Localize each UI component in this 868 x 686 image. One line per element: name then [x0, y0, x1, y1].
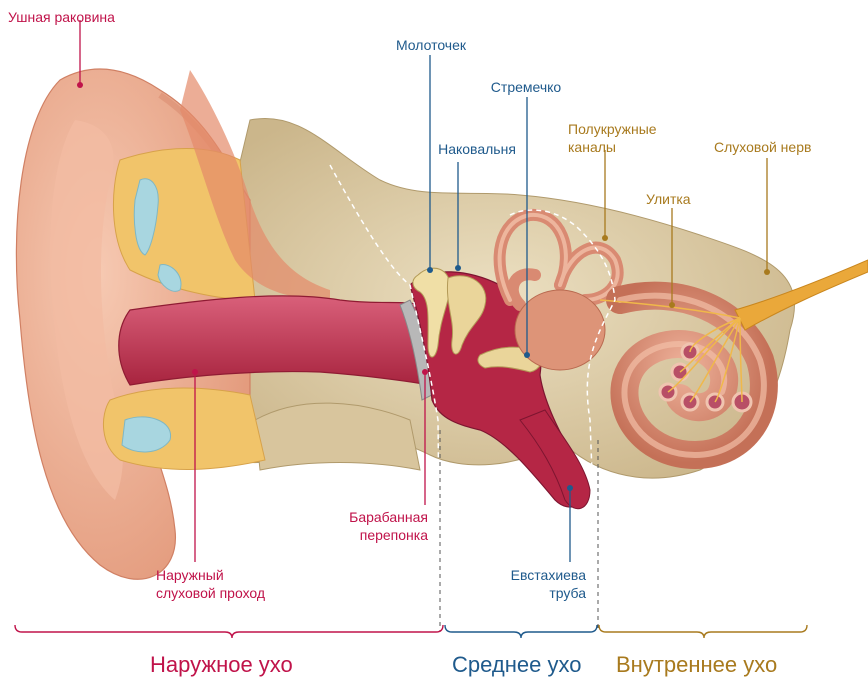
- label-eustachian-line1: Евстахиева: [490, 566, 586, 584]
- section-outer-ear: Наружное ухо: [150, 652, 293, 678]
- label-malleus: Молоточек: [386, 36, 476, 54]
- label-eardrum: Барабанная перепонка: [320, 508, 428, 544]
- label-eardrum-line2: перепонка: [320, 526, 428, 544]
- label-nerve: Слуховой нерв: [714, 138, 811, 156]
- label-eardrum-line1: Барабанная: [320, 508, 428, 526]
- label-ear-canal-line2: слуховой проход: [156, 584, 265, 602]
- label-ear-canal-line1: Наружный: [156, 566, 265, 584]
- inner-ear-brace: [599, 625, 807, 638]
- middle-ear-brace: [445, 625, 597, 638]
- label-pinna: Ушная раковина: [8, 8, 115, 26]
- label-canals-line1: Полукружные: [568, 120, 657, 138]
- section-middle-ear: Среднее ухо: [452, 652, 581, 678]
- label-canals: Полукружные каналы: [568, 120, 657, 156]
- label-stapes: Стремечко: [476, 78, 576, 96]
- outer-ear-brace: [15, 625, 443, 638]
- ear-canal: [119, 296, 430, 385]
- label-eustachian-line2: труба: [490, 584, 586, 602]
- label-cochlea: Улитка: [646, 190, 691, 208]
- section-inner-ear: Внутреннее ухо: [616, 652, 777, 678]
- label-incus: Наковальня: [432, 140, 522, 158]
- vestibule: [515, 290, 605, 370]
- label-eustachian: Евстахиева труба: [490, 566, 586, 602]
- fluid-lower: [122, 417, 171, 452]
- label-canals-line2: каналы: [568, 138, 657, 156]
- label-ear-canal: Наружный слуховой проход: [156, 566, 265, 602]
